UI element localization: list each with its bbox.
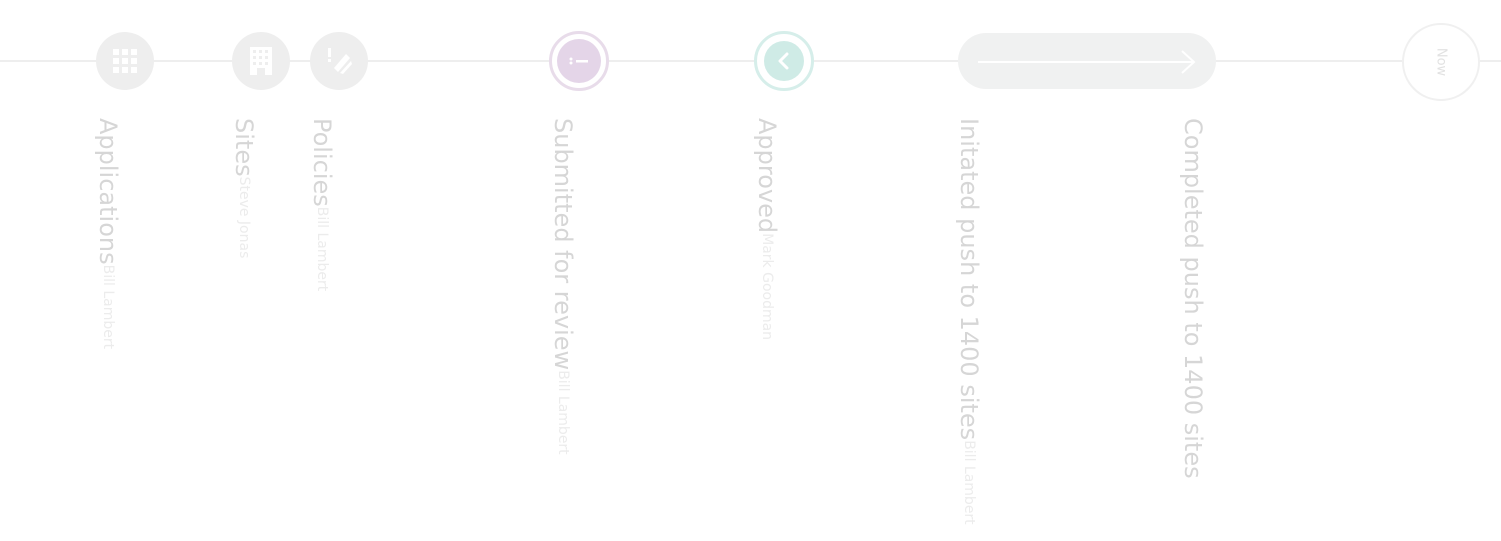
event-title: Submitted for review [549,118,577,371]
now-label: Now [1433,47,1449,77]
now-marker[interactable]: Now [1402,23,1480,101]
timeline-label-initiated: Initated push to 1400 sitesBill Lambert [955,118,983,525]
dots-dash-icon [569,57,588,65]
event-title: Policies [308,118,336,207]
timeline-node-submitted[interactable] [549,31,609,91]
push-progress-bar[interactable] [958,33,1216,89]
timeline-label-submitted: Submitted for reviewBill Lambert [549,118,577,455]
chevron-left-icon [778,52,789,70]
timeline-track [0,60,1501,62]
timeline-node-policies[interactable] [310,32,368,90]
event-title: Initated push to 1400 sites [955,118,983,441]
event-user: Bill Lambert [100,264,116,350]
event-user: Bill Lambert [961,440,977,525]
event-title: Approved [753,118,781,234]
timeline-label-policies: PoliciesBill Lambert [308,118,336,292]
event-user: Steve Jonas [236,176,252,259]
building-icon [250,47,272,75]
timeline-label-applications: ApplicationsBill Lambert [94,118,122,350]
arrow-right-icon [978,50,1196,74]
policy-tools-icon [328,48,352,74]
event-title: Applications [94,118,122,265]
grid-icon [113,49,137,73]
timeline-label-approved: ApprovedMark Goodman [753,118,781,341]
timeline-label-sites: SitesSteve Jonas [230,118,258,259]
event-user: Bill Lambert [555,370,571,455]
timeline-node-applications[interactable] [96,32,154,90]
event-user: Mark Goodman [759,233,775,341]
timeline-node-sites[interactable] [232,32,290,90]
event-user: Bill Lambert [314,206,330,292]
timeline-node-approved[interactable] [754,31,814,91]
event-title: Completed push to 1400 sites [1179,118,1207,479]
event-title: Sites [230,118,258,177]
timeline-label-completed: Completed push to 1400 sites [1179,118,1207,479]
